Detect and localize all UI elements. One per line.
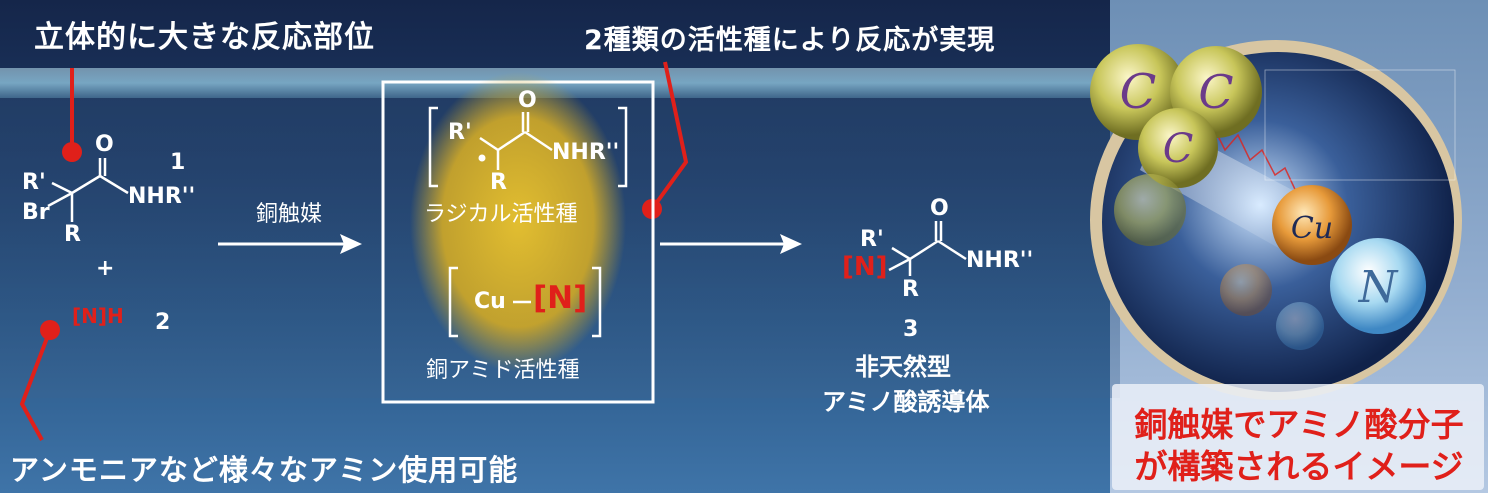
amide-species-label: 銅アミド活性種	[426, 358, 580, 383]
product-nhr: NHR''	[966, 248, 1034, 273]
reactant-1-oxygen: O	[95, 132, 114, 157]
heading-reactive-site: 立体的に大きな反応部位	[34, 20, 375, 55]
pointer-amines	[19, 320, 60, 441]
carbon-sphere-faded	[1114, 174, 1186, 246]
svg-text:C: C	[1163, 126, 1194, 172]
pointer-reactive-site	[62, 68, 82, 162]
reactant-2-h: H	[107, 304, 124, 328]
reactant-1-r-prime: R'	[22, 170, 46, 195]
svg-text:C: C	[1198, 65, 1233, 119]
reaction-arrow-1	[218, 234, 362, 254]
radical-r: R	[490, 170, 507, 195]
amide-n-placeholder: [N]	[533, 280, 588, 316]
reactant-1-number: 1	[170, 150, 186, 175]
plus-sign: +	[96, 256, 115, 281]
reactant-1-bonds	[47, 158, 129, 222]
reactant-1-bromine: Br	[22, 200, 50, 225]
product-number: 3	[903, 317, 919, 342]
product-r-prime: R'	[860, 227, 884, 252]
heading-amines: アンモニアなど様々なアミン使用可能	[10, 453, 519, 487]
radical-nhr: NHR''	[552, 140, 620, 165]
amide-copper: Cu	[474, 289, 506, 314]
radical-brackets	[428, 106, 628, 188]
reactant-2-amine: [N]H	[72, 304, 124, 328]
intermediate-highlight	[410, 72, 626, 372]
svg-text:C: C	[1120, 64, 1157, 120]
reactant-1-r: R	[64, 222, 81, 247]
svg-text:N: N	[1358, 262, 1399, 313]
product-oxygen: O	[930, 196, 949, 221]
product-r: R	[902, 277, 919, 302]
radical-bonds	[479, 112, 553, 170]
nitrogen-sphere: N	[1330, 238, 1426, 334]
product-label-line2: アミノ酸誘導体	[822, 388, 990, 416]
nitrogen-sphere-faded	[1276, 302, 1324, 350]
reactant-2-number: 2	[155, 310, 171, 335]
caption-line-1: 銅触媒でアミノ酸分子	[1134, 405, 1464, 444]
caption-line-2: が構築されるイメージ	[1134, 447, 1464, 486]
catalyst-label: 銅触媒	[256, 202, 323, 227]
amide-brackets	[448, 266, 602, 338]
copper-sphere-faded	[1220, 264, 1272, 316]
svg-text:Cu: Cu	[1291, 211, 1333, 246]
copper-sphere: Cu	[1272, 185, 1352, 265]
product-label-line1: 非天然型	[855, 353, 951, 381]
radical-r-prime: R'	[448, 120, 472, 145]
reaction-arrow-2	[660, 234, 802, 254]
radical-species-label: ラジカル活性種	[424, 202, 578, 227]
carbon-sphere-3: C	[1138, 108, 1218, 188]
heading-two-species: 2種類の活性種により反応が実現	[584, 25, 996, 56]
caption-box	[1112, 384, 1484, 490]
reactant-1-nhr: NHR''	[128, 184, 196, 209]
product-bonds	[888, 221, 967, 276]
product-n-placeholder: [N]	[842, 252, 888, 282]
radical-oxygen: O	[518, 88, 537, 113]
reactant-2-n-placeholder: [N]	[72, 304, 108, 328]
radical-dot	[478, 154, 486, 162]
